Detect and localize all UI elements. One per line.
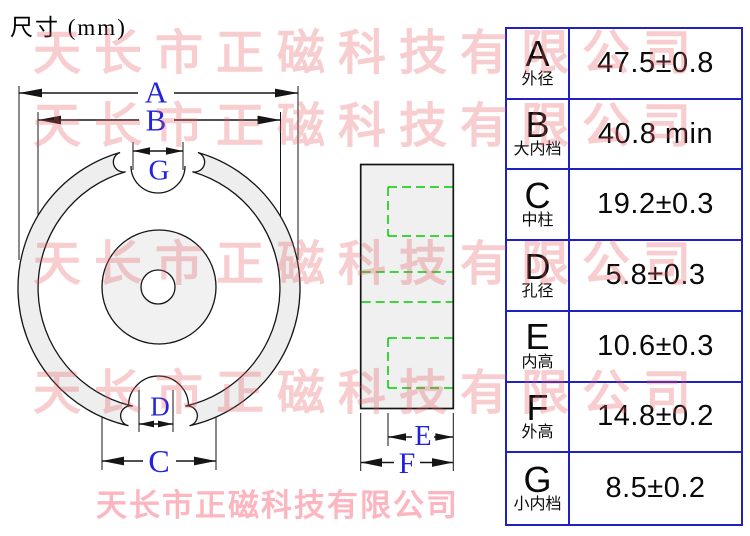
dim-value: 5.8±0.3 — [605, 258, 706, 291]
dim-value: 19.2±0.3 — [597, 188, 714, 221]
dim-value: 40.8 min — [597, 117, 714, 150]
dim-letter: B — [525, 104, 550, 146]
table-row-d: D 孔径 5.8±0.3 — [507, 241, 741, 312]
table-row-b: B 大内档 40.8 min — [507, 99, 741, 171]
dim-value: 8.5±0.2 — [605, 472, 706, 505]
front-view — [17, 151, 301, 427]
dim-letter: F — [526, 386, 549, 428]
core-ring-right-segment — [185, 151, 301, 427]
top-slot-arc — [130, 165, 186, 194]
dimension-label-c: C — [148, 443, 170, 479]
page-title: 尺寸 (mm) — [10, 15, 127, 40]
bottom-slot-arc — [127, 375, 190, 407]
dim-name: 外高 — [521, 424, 554, 442]
dimension-label-b: B — [145, 102, 167, 138]
dimension-label-e: E — [414, 421, 432, 452]
dim-letter: D — [524, 245, 551, 287]
dim-letter: E — [525, 316, 550, 358]
table-key-cell: D 孔径 — [507, 241, 570, 310]
dim-value: 47.5±0.8 — [597, 46, 714, 79]
side-view-body — [359, 163, 455, 410]
table-row-e: E 内高 10.6±0.3 — [507, 311, 741, 383]
dim-name: 孔径 — [521, 282, 554, 300]
dim-name: 外径 — [521, 70, 554, 88]
dim-value: 10.6±0.3 — [597, 329, 714, 362]
spec-table: A 外径 47.5±0.8 B 大内档 40.8 min C 中柱 19.2±0… — [505, 27, 743, 526]
table-row-f: F 外高 14.8±0.2 — [507, 382, 741, 454]
dimension-arrowheads — [19, 88, 454, 467]
table-row-a: A 外径 47.5±0.8 — [507, 29, 741, 100]
core-ring-left-segment — [17, 151, 133, 427]
hidden-lines — [361, 186, 453, 389]
table-key-cell: C 中柱 — [507, 170, 570, 240]
dimension-label-g: G — [148, 154, 170, 187]
dim-name: 中柱 — [521, 212, 554, 230]
table-key-cell: A 外径 — [507, 29, 570, 98]
side-view — [359, 163, 455, 410]
table-key-cell: B 大内档 — [507, 99, 570, 169]
table-row-c: C 中柱 19.2±0.3 — [507, 170, 741, 242]
extension-lines — [18, 86, 454, 471]
dim-letter: G — [523, 458, 552, 500]
dimension-label-a: A — [144, 74, 168, 110]
dim-letter: C — [524, 174, 551, 216]
dim-name: 小内档 — [513, 496, 562, 514]
dim-name: 内高 — [521, 353, 554, 371]
table-key-cell: G 小内档 — [507, 453, 570, 524]
center-hole-circle — [140, 269, 176, 305]
dim-name: 大内档 — [513, 141, 562, 159]
table-row-g: G 小内档 8.5±0.2 — [507, 453, 741, 524]
dimension-label-d: D — [150, 391, 170, 422]
dim-letter: A — [525, 33, 550, 75]
dimension-label-f: F — [398, 447, 416, 480]
table-key-cell: E 内高 — [507, 311, 570, 381]
dim-value: 14.8±0.2 — [597, 400, 714, 433]
table-key-cell: F 外高 — [507, 382, 570, 452]
